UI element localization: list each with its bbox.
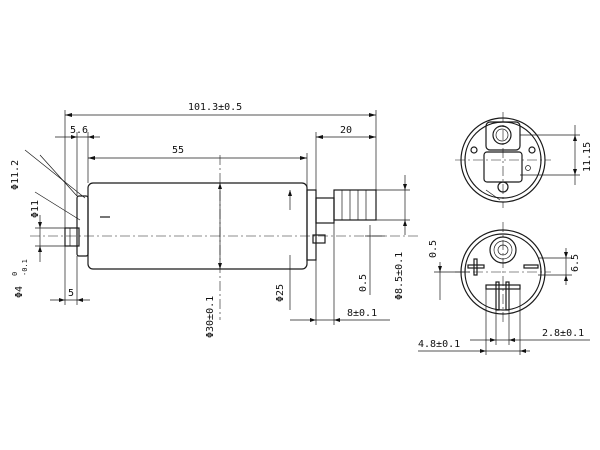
inlet-pin: [64, 227, 80, 247]
side-view: [30, 155, 420, 320]
dim-phi11: Φ11: [30, 200, 41, 218]
dim-overall-length: 101.3±0.5: [188, 102, 242, 113]
end-view-bottom: 0.5 6.5 2.8±0.1 4.8±0.1: [418, 222, 590, 355]
dim-0-5-side: 0.5: [358, 274, 369, 292]
dim-phi4-tol-lower: -0.1: [21, 259, 29, 276]
dim-phi11-2: Φ11.2: [10, 160, 21, 190]
dim-phi30: Φ30±0.1: [205, 296, 216, 338]
terminal-tab: [312, 234, 326, 244]
dim-20: 20: [340, 125, 352, 136]
outlet-nipple-base: [315, 197, 335, 224]
dim-5: 5: [68, 288, 74, 299]
dim-phi4-tol-upper: 0: [11, 272, 19, 276]
dim-phi8-5: Φ8.5±0.1: [394, 252, 405, 300]
dim-5-6: 5.6: [70, 125, 88, 136]
dim-8: 8±0.1: [347, 308, 377, 319]
dim-phi25: Φ25: [275, 284, 286, 302]
outlet-nipple: [333, 189, 377, 221]
dim-55: 55: [172, 145, 184, 156]
side-dimensions: 101.3±0.5 5.6 55 20 Φ11.2 Φ11 Φ4: [10, 102, 410, 338]
dim-11-15: 11.15: [582, 142, 593, 172]
pump-body: [87, 182, 308, 270]
dim-phi4: Φ4: [14, 286, 25, 298]
outlet-flange: [306, 189, 317, 261]
dim-4-8: 4.8±0.1: [418, 339, 460, 350]
end-view-top: 11.15: [455, 112, 593, 208]
pump-end-cap: [76, 195, 89, 257]
dim-6-5: 6.5: [570, 254, 581, 272]
dim-0-5-end: 0.5: [428, 240, 439, 258]
dim-2-8: 2.8±0.1: [542, 328, 584, 339]
